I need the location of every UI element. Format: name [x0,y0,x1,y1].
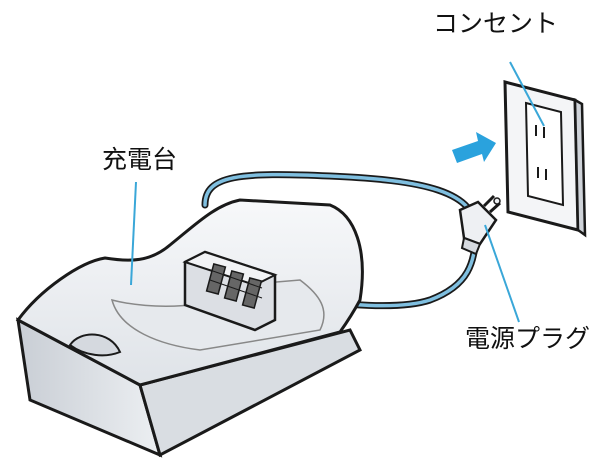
charger-label: 充電台 [102,145,178,174]
leader-line-plug [484,224,520,323]
wall-outlet [503,80,587,238]
charging-stand [15,198,364,458]
outlet-socket-bottom [537,167,547,180]
leader-line-outlet [509,61,545,127]
power-plug-label: 電源プラグ [465,324,591,353]
outlet-label: コンセント [433,9,559,38]
charging-contacts [182,250,278,332]
leader-line-charger [130,181,137,286]
insert-arrow-icon [452,132,496,163]
outlet-socket-top [535,125,545,138]
